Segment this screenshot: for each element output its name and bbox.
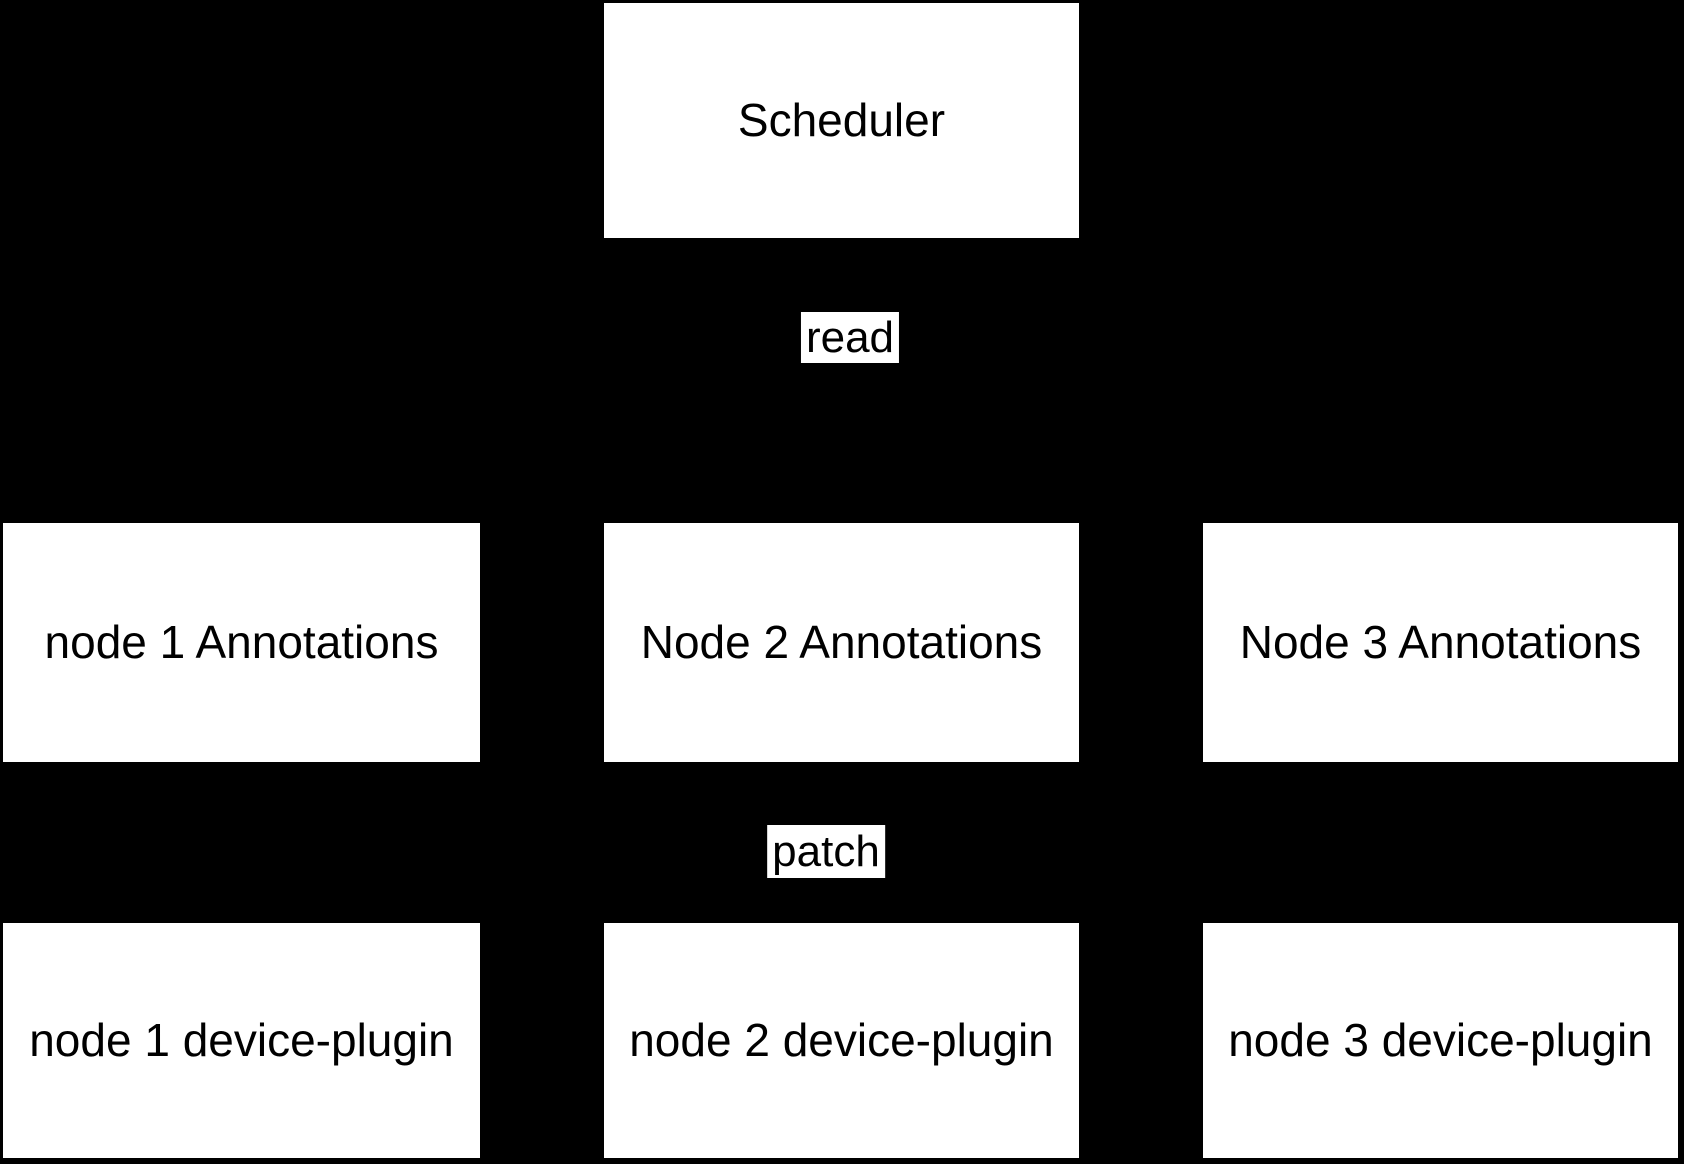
read-edge-label: read <box>800 312 900 363</box>
node-2-annotations-label: Node 2 Annotations <box>640 615 1043 668</box>
node-3-device-plugin-label: node 3 device-plugin <box>1228 1013 1653 1066</box>
node-2-device-plugin-label: node 2 device-plugin <box>629 1013 1054 1066</box>
node-3-device-plugin-box: node 3 device-plugin <box>1203 923 1678 1158</box>
node-1-annotations-box: node 1 Annotations <box>3 523 480 762</box>
scheduler-node: Scheduler <box>604 3 1079 238</box>
node-2-device-plugin-box: node 2 device-plugin <box>604 923 1079 1158</box>
node-1-device-plugin-label: node 1 device-plugin <box>29 1013 454 1066</box>
scheduler-label: Scheduler <box>737 93 946 146</box>
node-1-device-plugin-box: node 1 device-plugin <box>3 923 480 1158</box>
patch-edge-label: patch <box>767 825 885 878</box>
node-3-annotations-box: Node 3 Annotations <box>1203 523 1678 762</box>
node-2-annotations-box: Node 2 Annotations <box>604 523 1079 762</box>
node-1-annotations-label: node 1 Annotations <box>44 615 439 668</box>
node-3-annotations-label: Node 3 Annotations <box>1239 615 1642 668</box>
